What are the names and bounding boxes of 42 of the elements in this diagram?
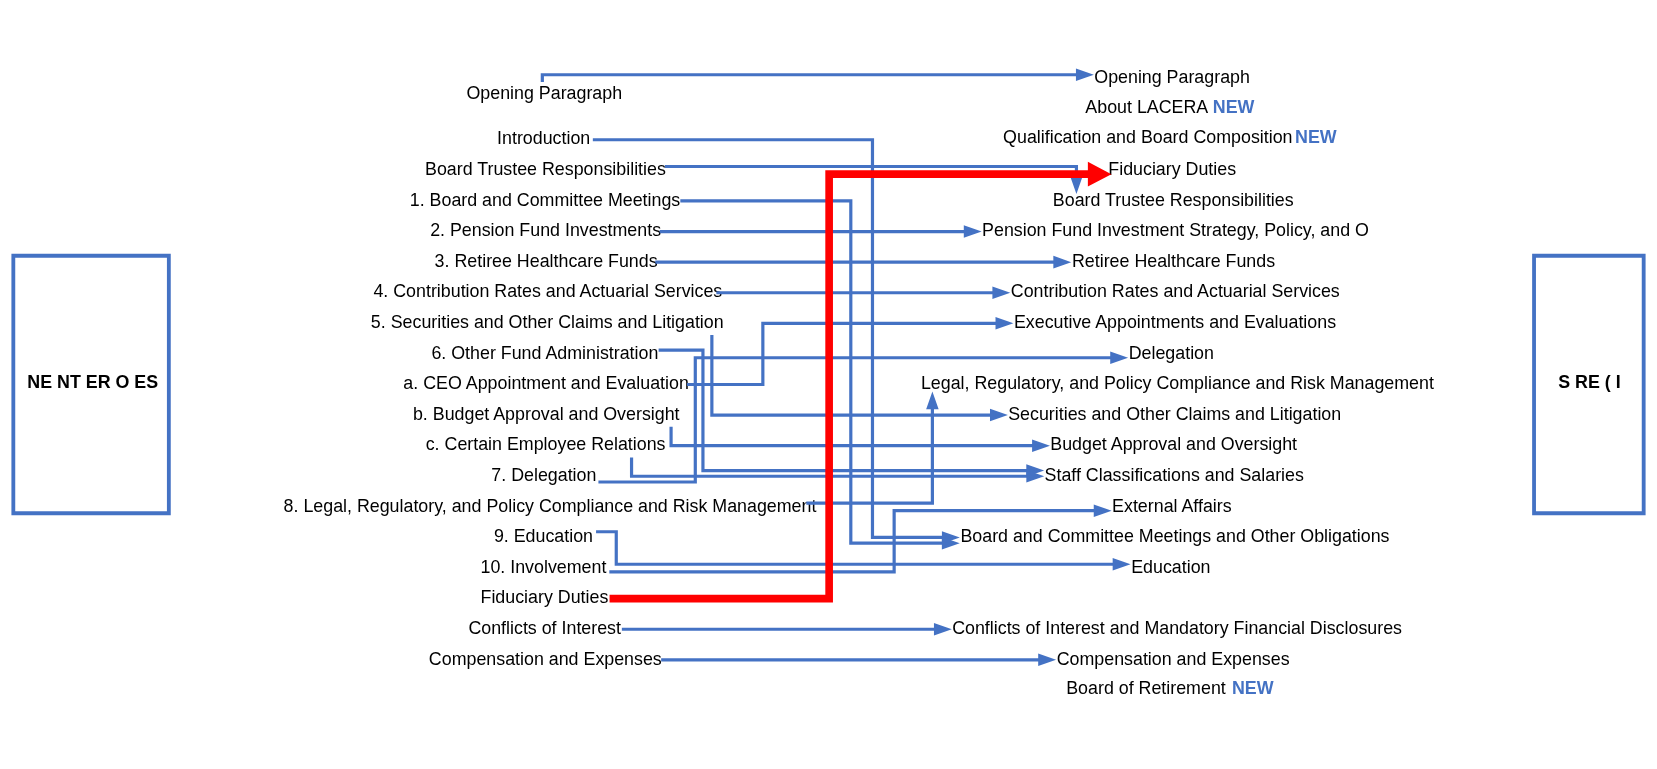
node-text: 5. Securities and Other Claims and Litigation — [370, 312, 724, 333]
node-text: Fiduciary Duties — [1108, 159, 1237, 180]
node-text: Pension Fund Investment Strategy, Policy, and O — [982, 220, 1369, 241]
node-text: c. Certain Employee Relations — [425, 434, 666, 455]
node-text: Board of Retirement — [1066, 677, 1226, 698]
node-text: Fiduciary Duties — [480, 587, 609, 608]
node-text: 3. Retiree Healthcare Funds — [434, 250, 658, 271]
node-text: Board and Committee Meetings and Other Obligations — [960, 526, 1390, 547]
node-text: 2. Pension Fund Investments — [430, 220, 662, 241]
node-text: 6. Other Fund Administration — [431, 342, 659, 363]
node-text: Qualification and Board Composition — [1003, 127, 1293, 148]
node-text: Compensation and Expenses — [428, 648, 662, 669]
node-text: Conflicts of Interest and Mandatory Financial Disclosures — [952, 617, 1403, 638]
node-text: Executive Appointments and Evaluations — [1013, 312, 1337, 333]
node-text: 1. Board and Committee Meetings — [409, 189, 681, 210]
node-text: 8. Legal, Regulatory, and Policy Compliance and Risk Management — [283, 495, 817, 516]
node-label: NEW — [1212, 96, 1255, 117]
node-text: Staff Classifications and Salaries — [1044, 465, 1304, 485]
node-text: External Affairs — [1112, 495, 1232, 516]
node-text: 7. Delegation — [491, 465, 597, 485]
node-text: Budget Approval and Oversight — [1050, 434, 1298, 455]
node-text: 10. Involvement — [480, 556, 607, 577]
node-text: Contribution Rates and Actuarial Services — [1010, 281, 1340, 302]
node-text: Board Trustee Responsibilities — [1052, 189, 1294, 210]
node-text: Securities and Other Claims and Litigation — [1008, 403, 1342, 424]
node-text: Delegation — [1128, 342, 1214, 363]
node-text: Legal, Regulatory, and Policy Compliance and Risk Management — [920, 373, 1434, 394]
node-label: NEW — [1231, 677, 1274, 698]
node-text: 9. Education — [493, 526, 594, 547]
node-text: b. Budget Approval and Oversight — [412, 403, 680, 424]
node-text: About LACERA — [1085, 96, 1208, 117]
node-text: 4. Contribution Rates and Actuarial Services — [373, 281, 723, 302]
node-text: Introduction — [497, 128, 591, 149]
node-text: Compensation and Expenses — [1056, 648, 1290, 669]
node-text: Retiree Healthcare Funds — [1071, 250, 1276, 271]
node-text: Opening Paragraph — [1094, 67, 1250, 88]
node-text: Education — [1131, 556, 1211, 577]
node-label: NEW — [1295, 127, 1337, 148]
node-text: Board Trustee Responsibilities — [425, 159, 666, 180]
node-text: Conflicts of Interest — [468, 617, 621, 638]
node-text: a. CEO Appointment and Evaluation — [403, 373, 689, 394]
node-text: Opening Paragraph — [466, 82, 623, 103]
